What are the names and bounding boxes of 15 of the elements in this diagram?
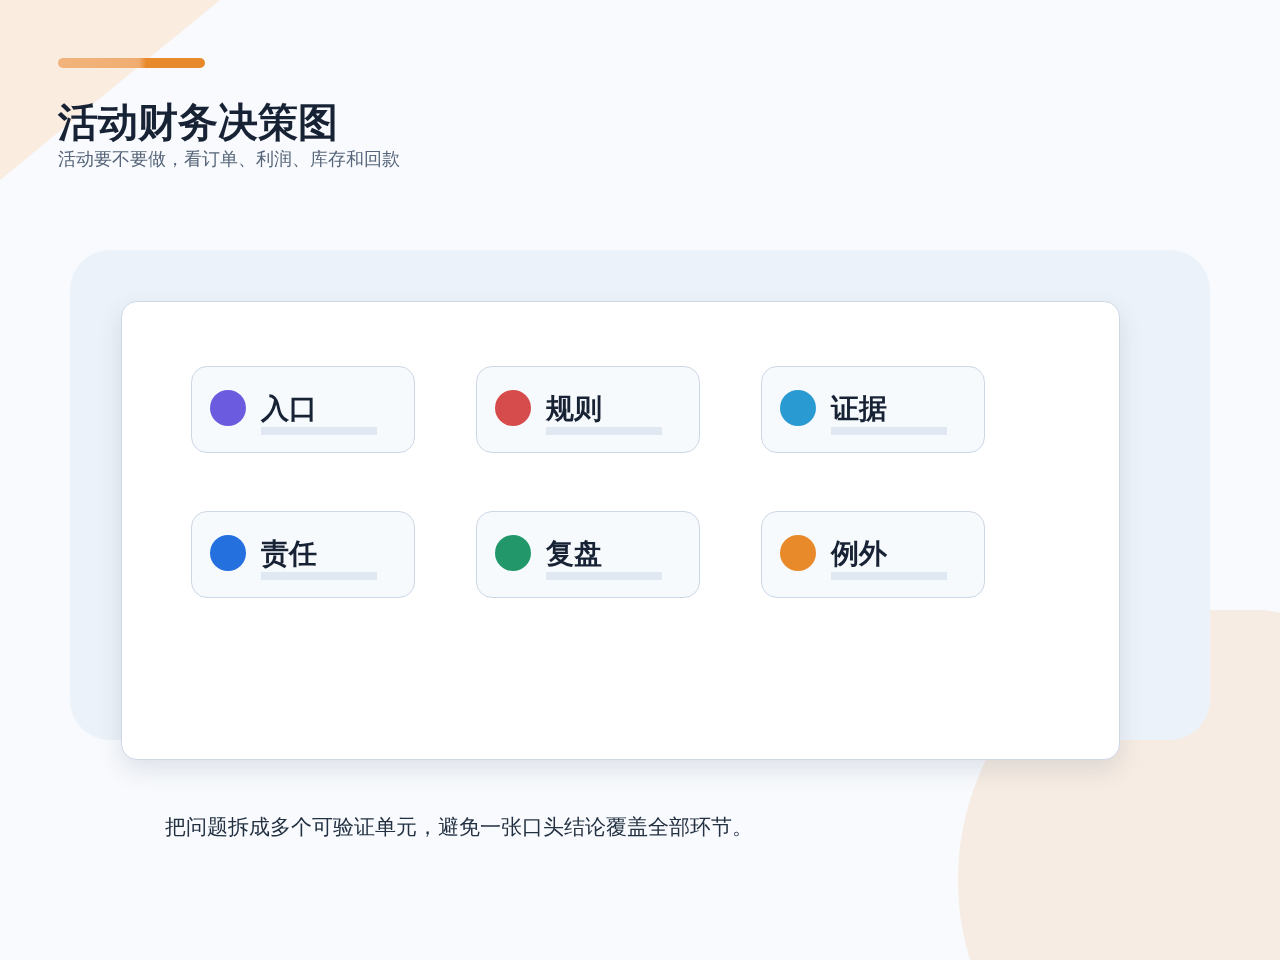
subtitle: 活动要不要做，看订单、利润、库存和回款 (58, 147, 400, 171)
card (761, 511, 985, 598)
title: 活动财务决策图 (58, 98, 338, 147)
card-label: 例外 (831, 536, 887, 572)
card (191, 511, 415, 598)
card (761, 366, 985, 453)
card (476, 511, 700, 598)
card-label: 证据 (831, 391, 887, 427)
card (476, 366, 700, 453)
card-label: 复盘 (546, 536, 602, 572)
caption: 把问题拆成多个可验证单元，避免一张口头结论覆盖全部环节。 (165, 814, 753, 841)
card-label: 入口 (261, 391, 317, 427)
card-label: 责任 (261, 536, 317, 572)
card (191, 366, 415, 453)
card-label: 规则 (546, 391, 602, 427)
